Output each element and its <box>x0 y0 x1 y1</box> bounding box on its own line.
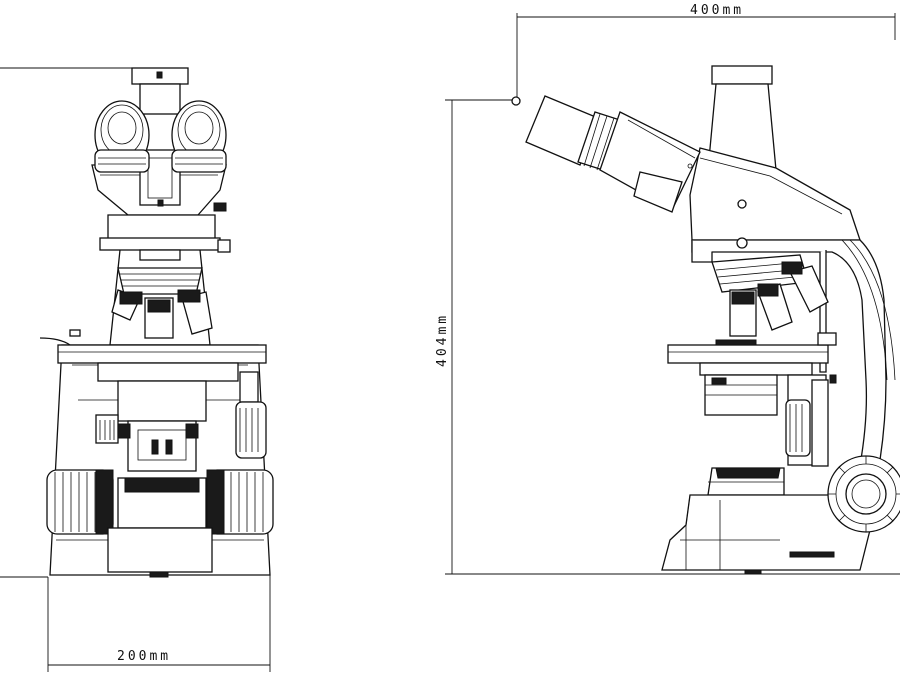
side-head <box>689 147 861 241</box>
dimension-depth-label: 400mm <box>690 3 744 18</box>
dimension-height-label: 404mm <box>435 313 450 367</box>
dimension-depth: 400mm <box>516 3 896 100</box>
front-condenser <box>95 380 207 472</box>
front-focus-knob-left <box>46 469 114 535</box>
dimension-width-label: 200mm <box>117 649 171 664</box>
side-camera-port <box>707 65 777 171</box>
side-focus-knob <box>827 455 900 533</box>
front-camera-port <box>131 67 189 115</box>
side-field-lens <box>707 467 785 496</box>
front-fine-knob <box>235 371 267 459</box>
dimension-height: 404mm <box>435 96 900 575</box>
front-base <box>56 477 264 578</box>
front-nosepiece <box>111 267 213 339</box>
front-focus-knob-right <box>206 469 274 535</box>
front-view: 200mm <box>0 67 274 672</box>
side-condenser <box>699 362 837 467</box>
side-base <box>661 494 871 575</box>
front-eyepiece-left <box>94 100 150 173</box>
front-head <box>91 149 227 216</box>
front-stage <box>39 329 267 382</box>
front-eyepiece-right <box>171 100 227 173</box>
side-nosepiece <box>711 254 829 337</box>
dimension-width: 200mm <box>47 575 271 672</box>
side-eyepiece <box>525 95 701 213</box>
side-stage <box>667 332 837 364</box>
side-view: 400mm 404mm <box>435 3 900 575</box>
